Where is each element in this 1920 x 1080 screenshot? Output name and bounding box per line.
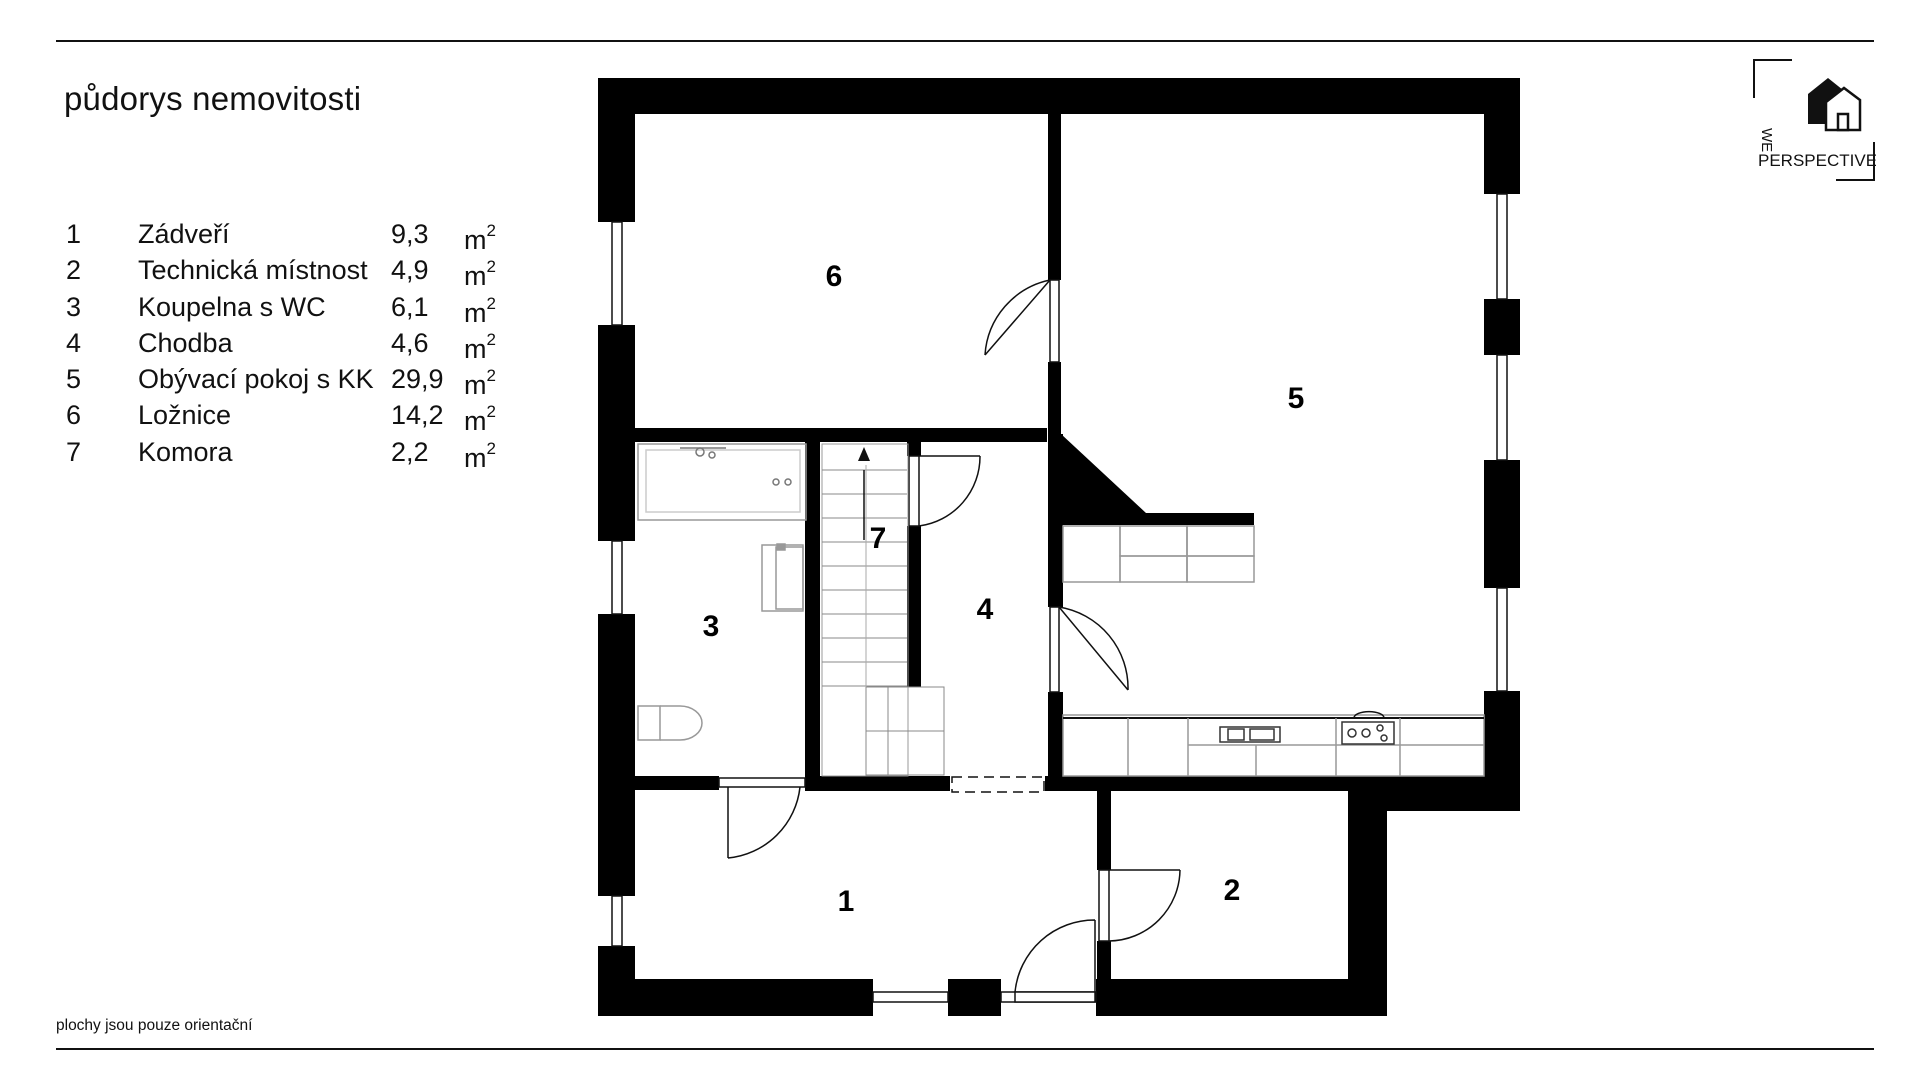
legend-room-name: Technická místnost — [138, 255, 368, 286]
door-swing — [727, 279, 1181, 993]
sink-icon — [680, 447, 792, 486]
logo: WE PERSPECTIVE — [1753, 59, 1876, 181]
door-frame — [718, 279, 1110, 1003]
legend-room-area: 29,9 — [391, 364, 444, 395]
room-label-7: 7 — [870, 522, 887, 555]
stairs-arrow-icon — [858, 447, 870, 540]
legend-room-name: Ložnice — [138, 400, 232, 431]
footnote: plochy jsou pouze orientační — [56, 1017, 253, 1034]
legend-unit: m2 — [464, 257, 496, 292]
room-label-6: 6 — [826, 260, 843, 293]
legend-number: 1 — [66, 219, 82, 249]
legend-number: 3 — [66, 291, 82, 322]
page-title: půdorys nemovitosti — [64, 80, 362, 117]
legend-room-name: Zádveří — [138, 219, 230, 249]
legend-room-area: 4,9 — [391, 255, 429, 286]
room-label-5: 5 — [1288, 382, 1305, 415]
logo-house-icon — [1808, 78, 1862, 132]
kitchen-counter — [1062, 714, 1485, 777]
room-label-4: 4 — [977, 593, 994, 626]
legend-unit: m2 — [464, 402, 496, 437]
stove-icon — [1341, 710, 1395, 745]
toilet-icon — [637, 705, 703, 741]
room-label-1: 1 — [838, 885, 855, 918]
bottom-rule — [56, 1048, 1874, 1050]
washbasin — [761, 543, 804, 612]
logo-text-we: WE — [1758, 128, 1775, 152]
legend-number: 5 — [66, 364, 82, 395]
legend-room-name: Koupelna s WC — [138, 291, 326, 322]
legend-room-area: 4,6 — [391, 327, 429, 358]
room-label-3: 3 — [703, 610, 720, 643]
legend-unit: m2 — [464, 438, 496, 473]
opening-dashed — [951, 776, 1045, 793]
legend-unit: m2 — [464, 221, 496, 255]
bathtub — [637, 443, 807, 521]
legend-room-area: 6,1 — [391, 291, 429, 322]
legend-room-area: 2,2 — [391, 436, 429, 467]
legend-number: 2 — [66, 255, 82, 286]
room-label-2: 2 — [1224, 874, 1241, 907]
outer-walls — [598, 78, 1520, 1016]
legend-room-name: Obývací pokoj s KK — [138, 364, 374, 395]
kitchen-upper-units — [1062, 525, 1255, 583]
logo-text-perspective: PERSPECTIVE — [1758, 151, 1876, 170]
legend-number: 6 — [66, 400, 82, 431]
top-rule — [56, 40, 1874, 42]
legend-number: 7 — [66, 436, 82, 467]
legend-room-name: Komora — [138, 436, 233, 467]
legend-unit: m2 — [464, 293, 496, 328]
legend-number: 4 — [66, 327, 82, 358]
legend-room-area: 14,2 — [391, 400, 444, 431]
legend-unit: m2 — [464, 366, 496, 401]
legend-room-name: Chodba — [138, 327, 233, 358]
interior-walls — [635, 114, 1484, 1016]
staircase — [821, 443, 945, 777]
logo-house-icon — [1753, 59, 1875, 181]
legend-room-area: 9,3 — [391, 219, 429, 249]
legend-unit: m2 — [464, 329, 496, 364]
